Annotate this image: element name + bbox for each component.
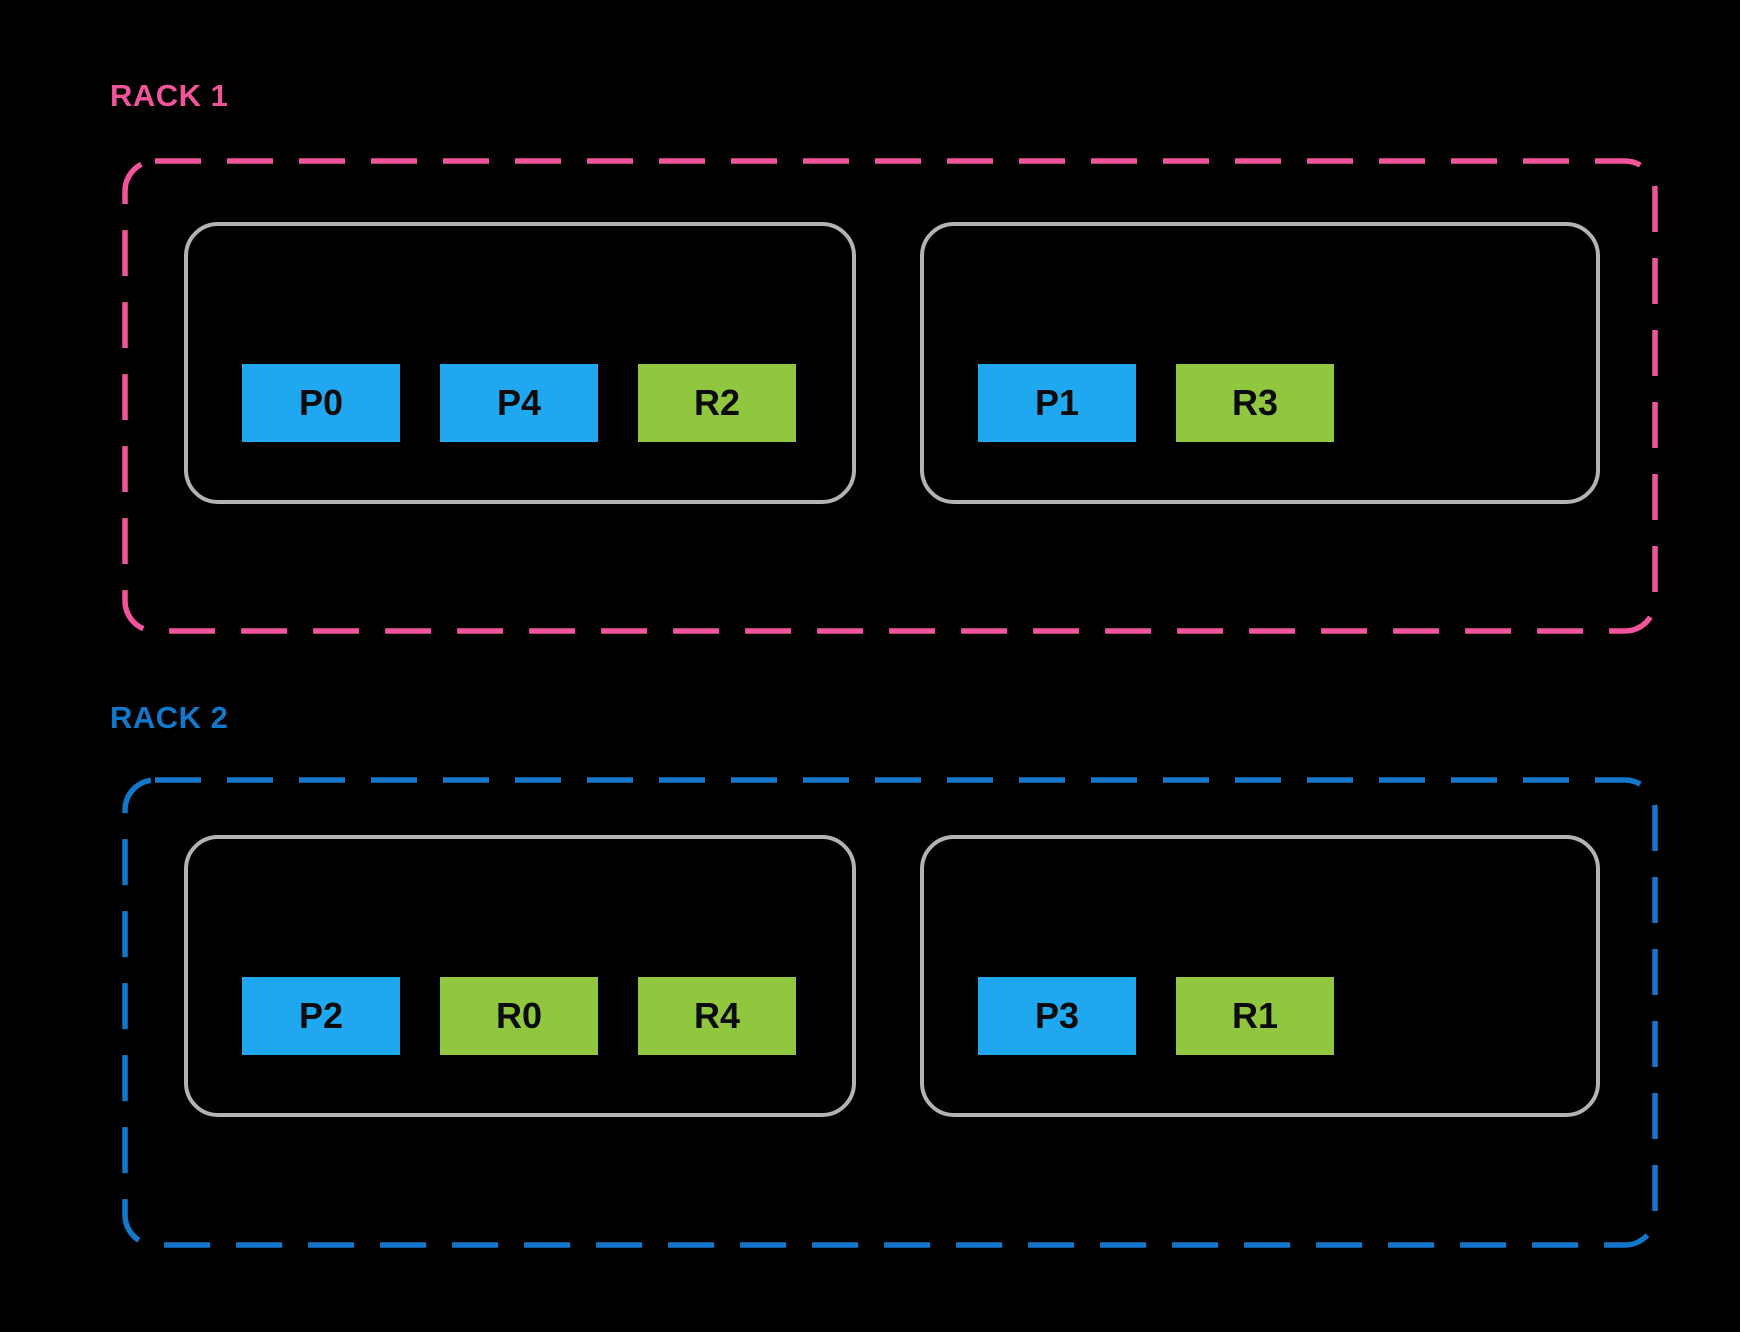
slot-r2: R2 [638,364,796,442]
rack-1-boundary: P0 P4 R2 P1 R3 [122,158,1658,634]
rack-1-host-2-slots: P1 R3 [978,364,1334,442]
rack-1-dashed-border [122,158,1658,634]
slot-p2: P2 [242,977,400,1055]
rack-2-host-1-slots: P2 R0 R4 [242,977,796,1055]
slot-r4: R4 [638,977,796,1055]
slot-p0: P0 [242,364,400,442]
rack-2-host-1: P2 R0 R4 [184,835,856,1117]
slot-r0: R0 [440,977,598,1055]
slot-r3: R3 [1176,364,1334,442]
rack-1-host-2: P1 R3 [920,222,1600,504]
rack-2-host-2: P3 R1 [920,835,1600,1117]
rack-1-host-1-slots: P0 P4 R2 [242,364,796,442]
rack-1-label: RACK 1 [110,78,229,113]
rack-2-label: RACK 2 [110,700,229,735]
rack-1-host-1: P0 P4 R2 [184,222,856,504]
slot-r1: R1 [1176,977,1334,1055]
slot-p4: P4 [440,364,598,442]
rack-2-dashed-border [122,777,1658,1248]
slot-p3: P3 [978,977,1136,1055]
rack-2-boundary: P2 R0 R4 P3 R1 [122,777,1658,1248]
rack-2-host-2-slots: P3 R1 [978,977,1334,1055]
slot-p1: P1 [978,364,1136,442]
